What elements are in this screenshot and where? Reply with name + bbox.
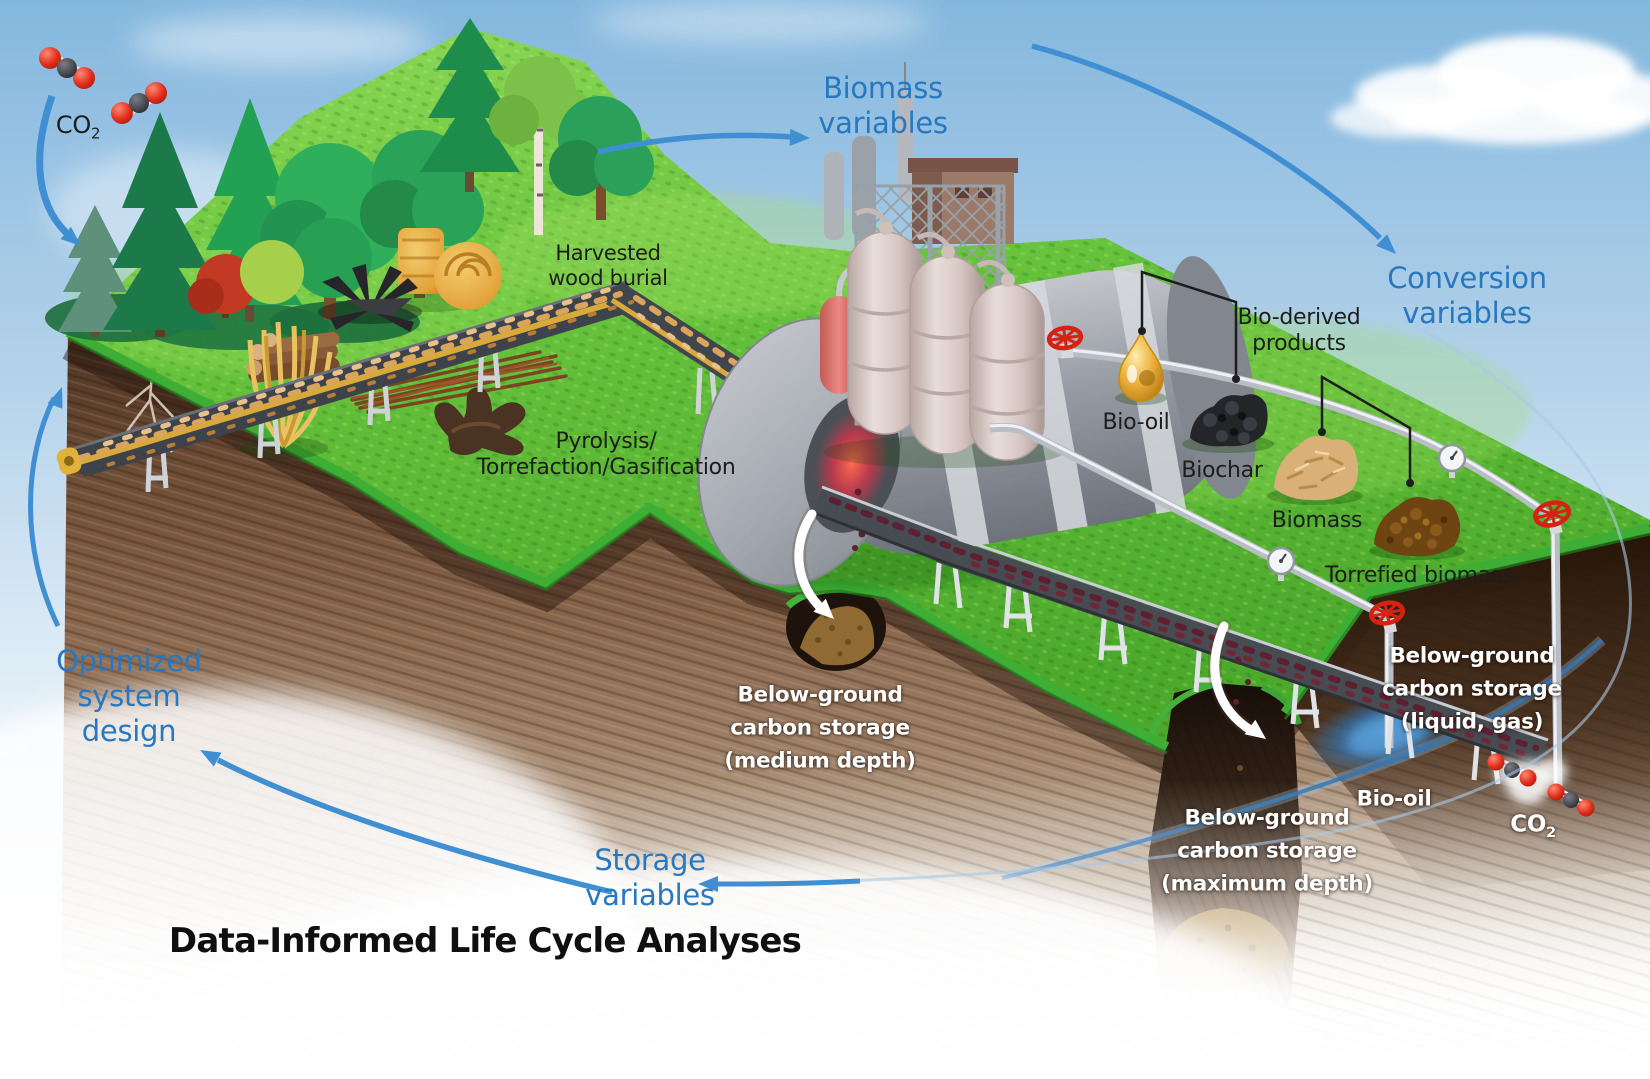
flow-arrow-white [1207, 619, 1266, 739]
flow-arrow-white [792, 507, 834, 619]
forest [45, 18, 654, 350]
cycle-arrows [28, 43, 1632, 895]
falling-pellets [1233, 656, 1251, 705]
conveyor-torrefied [813, 485, 1549, 785]
spruce-tree [103, 112, 217, 337]
pine-tree [420, 18, 520, 192]
cycle-arrow-conversion-variables [1031, 43, 1396, 254]
cycle-arrow-co2-to-forest [36, 94, 81, 246]
charcoal-pile-icon [318, 264, 422, 332]
cycle-arrow-optimized [200, 750, 613, 895]
biochar-pile-icon [1182, 394, 1274, 453]
product-piles [1115, 330, 1465, 560]
valve-icon [1046, 325, 1084, 359]
pipeline-network [989, 325, 1571, 793]
stump-icon [434, 387, 526, 456]
valve-icon [1368, 600, 1406, 634]
feedstock-items [240, 228, 568, 459]
cycle-arc-to-storage [698, 316, 1632, 892]
conveyor-wood-chips [56, 280, 866, 493]
bio-oil-droplet-icon [1115, 330, 1167, 405]
fade-overlay [180, 860, 1300, 1079]
cloud [130, 16, 430, 68]
co2-molecule-icon [111, 82, 167, 124]
cycle-arrow-left-loop [28, 387, 63, 628]
pressure-gauge-icon [1266, 546, 1296, 581]
biomass-pile-icon [1267, 436, 1363, 505]
co2-molecule-icon [1487, 753, 1537, 787]
cloud [590, 0, 930, 44]
belt-pulley [56, 447, 82, 475]
pressure-gauge-icon [1437, 443, 1467, 478]
callout-lines [1138, 270, 1414, 487]
co2-molecule-icon [39, 47, 95, 89]
storage-tanks [824, 207, 1064, 468]
co2-molecule-icon [1547, 783, 1595, 817]
processing-plant [820, 62, 1064, 468]
bush [240, 240, 304, 304]
valve-icon [1533, 500, 1571, 535]
cycle-arrow-biomass-variables [597, 129, 810, 155]
torrefied-biomass-pile-icon [1369, 497, 1465, 560]
cloud [1330, 36, 1650, 144]
